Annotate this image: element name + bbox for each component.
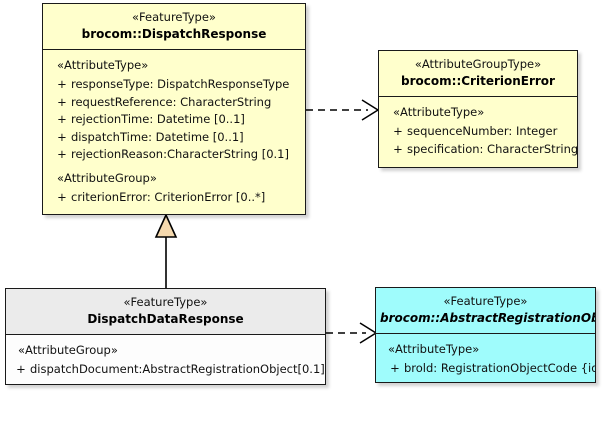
visibility-marker: + [57,147,67,162]
attribute-row[interactable]: + dispatchDocument:AbstractRegistrationOb… [8,361,325,378]
attribute-row[interactable]: + dispatchTime: Datetime [0..1] [45,129,303,146]
visibility-marker: + [57,129,67,144]
attribute-text: brold: RegistrationObjectCode {id} [404,361,596,376]
visibility-marker: + [57,112,67,127]
attribute-text: rejectionTime: Datetime [0..1] [71,112,245,127]
attribute-text: dispatchTime: Datetime [0..1] [71,129,244,144]
attribute-row[interactable]: + responseType: DispatchResponseType [45,76,303,93]
open-arrowhead-icon [359,322,378,344]
attribute-row[interactable]: + requestReference: CharacterString [45,94,303,111]
visibility-marker: + [57,189,67,204]
class-stereotype: «AttributeGroupType» [414,57,542,71]
attribute-row[interactable]: + criterionError: CriterionError [0..*] [45,189,303,206]
visibility-marker: + [393,124,403,139]
attribute-row[interactable]: + rejectionReason:CharacterString [0.1] [45,146,303,163]
class-header-abstract-registration-object: «FeatureType» brocom::AbstractRegistrati… [376,288,595,335]
attribute-row[interactable]: + rejectionTime: Datetime [0..1] [45,111,303,128]
dependency-dispatchdataresponse-to-abstractregistrationobject [326,322,378,344]
attribute-text: responseType: DispatchResponseType [71,77,290,92]
visibility-marker: + [390,361,400,376]
attribute-group-label: «AttributeType» [57,58,149,73]
attribute-row[interactable]: + specification: CharacterString [381,141,578,158]
class-stereotype: «FeatureType» [443,294,528,308]
class-title: DispatchDataResponse [87,311,244,326]
attribute-group-label: «AttributeType» [388,342,480,357]
class-title: brocom::CriterionError [401,73,555,88]
class-header-dispatch-response: «FeatureType» brocom::DispatchResponse [43,4,305,51]
attribute-row[interactable]: + brold: RegistrationObjectCode {id} [378,360,596,377]
visibility-marker: + [57,94,67,109]
generalization-dispatchdataresponse-to-dispatchresponse [154,213,178,288]
class-body-dispatch-data-response: «AttributeGroup» + dispatchDocument:Abstr… [6,335,325,384]
attribute-text: dispatchDocument:AbstractRegistrationObj… [30,362,325,377]
class-box-dispatch-response[interactable]: «FeatureType» brocom::DispatchResponse «… [42,3,306,215]
class-body-criterion-error: «AttributeType» + sequenceNumber: Integer… [379,97,577,164]
visibility-marker: + [393,141,403,156]
attribute-text: specification: CharacterString [407,141,578,156]
attribute-text: criterionError: CriterionError [0..*] [71,189,266,204]
attribute-group-label: «AttributeType» [393,105,485,120]
class-box-criterion-error[interactable]: «AttributeGroupType» brocom::CriterionEr… [378,50,578,168]
open-arrowhead-icon [361,99,380,121]
visibility-marker: + [16,362,26,377]
attribute-row[interactable]: + sequenceNumber: Integer [381,123,575,140]
hollow-triangle-arrowhead-icon [154,213,178,238]
class-header-dispatch-data-response: «FeatureType» DispatchDataResponse [6,289,325,336]
attribute-text: requestReference: CharacterString [71,94,272,109]
visibility-marker: + [57,77,67,92]
attribute-text: sequenceNumber: Integer [407,124,558,139]
class-box-abstract-registration-object[interactable]: «FeatureType» brocom::AbstractRegistrati… [375,287,596,383]
class-box-dispatch-data-response[interactable]: «FeatureType» DispatchDataResponse «Attr… [5,288,326,385]
class-title: brocom::AbstractRegistrationObject [380,310,595,325]
dependency-dispatchresponse-to-criterionerror [306,99,380,121]
attribute-text: rejectionReason:CharacterString [0.1] [71,147,289,162]
class-stereotype: «FeatureType» [132,10,216,24]
class-title: brocom::DispatchResponse [81,26,267,41]
class-body-abstract-registration-object: «AttributeType» + brold: RegistrationObje… [376,334,596,382]
class-header-criterion-error: «AttributeGroupType» brocom::CriterionEr… [379,51,577,98]
class-body-dispatch-response: «AttributeType» + responseType: DispatchR… [43,50,305,212]
class-stereotype: «FeatureType» [123,295,208,309]
attribute-group-label: «AttributeGroup» [57,170,157,185]
attribute-group-label: «AttributeGroup» [18,343,118,358]
